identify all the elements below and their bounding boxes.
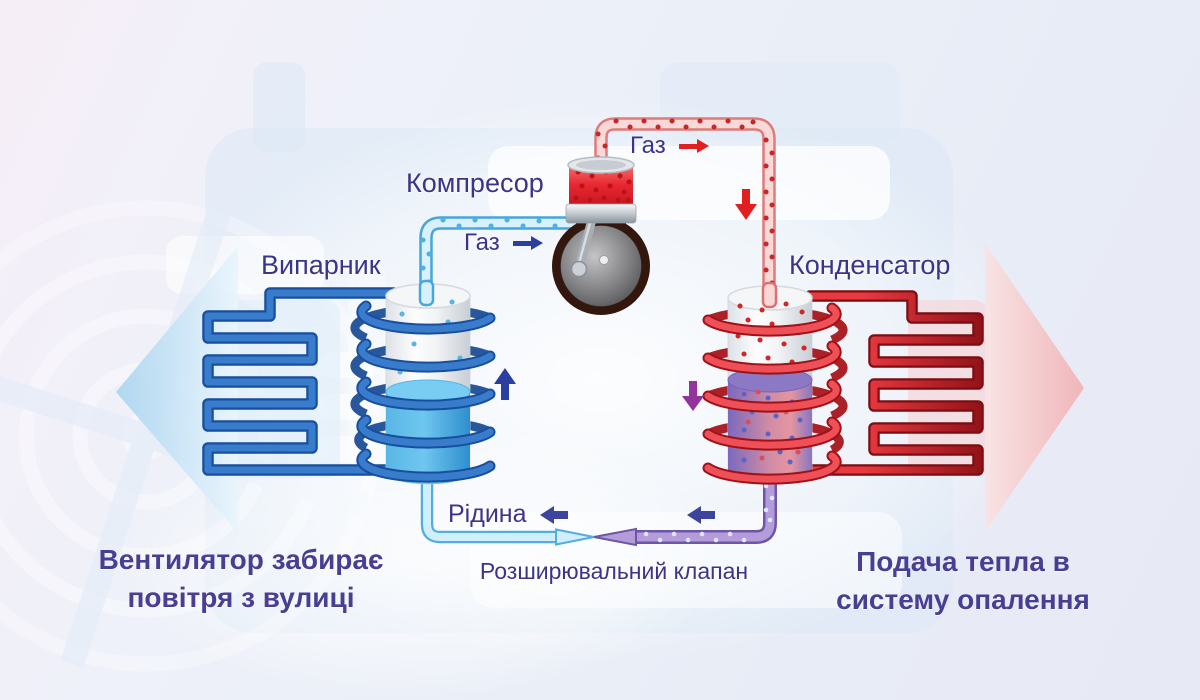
caption-fan-intake: Вентилятор забирає повітря з вулиці (99, 541, 384, 617)
flow-left-arrow-icon (687, 506, 715, 524)
flow-down-red-arrow-icon (735, 189, 757, 220)
evaporator-label: Випарник (261, 250, 381, 281)
condenser-label-text: Конденсатор (789, 250, 951, 280)
evaporator-serpentine-coil (202, 287, 399, 476)
caption-heat-supply-line1: Подача тепла в (856, 546, 1070, 577)
compressor-label-text: Компресор (406, 168, 544, 198)
liquid-label: Рідина (448, 500, 527, 529)
condenser-serpentine-coil (784, 290, 984, 476)
caption-heat-supply-line2: систему опалення (836, 584, 1090, 615)
flow-left-arrow-icon (540, 506, 568, 524)
caption-heat-supply: Подача тепла в систему опалення (836, 543, 1090, 619)
liquid-pipe-purple (593, 478, 777, 547)
expansion-valve-label-text: Розширювальний клапан (479, 558, 749, 584)
flow-up-arrow-icon (494, 368, 516, 400)
evaporator-label-text: Випарник (261, 250, 381, 280)
gas-hot-label: Газ (630, 132, 709, 160)
caption-fan-intake-line2: повітря з вулиці (127, 582, 355, 613)
condenser-inlet-stub (761, 281, 778, 309)
expansion-valve-inlet-cone (593, 527, 637, 547)
caption-fan-intake-line1: Вентилятор забирає (98, 544, 384, 575)
compressor-piston-band (565, 203, 637, 224)
gas-cold-label-text: Газ (464, 229, 500, 256)
compressor-label: Компресор (406, 168, 544, 199)
condenser-coil-front (702, 302, 842, 485)
gas-cold-right-arrow-icon (512, 236, 543, 250)
gas-hot-right-arrow-icon (678, 139, 709, 153)
bottom-glow (120, 420, 720, 700)
gas-hot-label-text: Газ (630, 132, 666, 159)
condenser (702, 281, 848, 485)
evaporator-inlet-stub (418, 279, 435, 307)
gas-cold-label: Газ (464, 229, 543, 257)
condenser-liquid (728, 380, 812, 484)
cold-gas-pipe (419, 216, 576, 298)
liquid-pipe-blue (420, 478, 595, 546)
evaporator (350, 279, 496, 485)
expansion-valve-label: Розширювальний клапан (480, 558, 748, 585)
evaporator-coil-front (356, 300, 496, 483)
condenser-label: Конденсатор (789, 250, 950, 281)
compressor-unit (552, 156, 650, 315)
liquid-label-text: Рідина (448, 500, 527, 528)
expansion-valve-outlet-cone (555, 528, 595, 546)
flow-down-purple-arrow-icon (682, 381, 704, 411)
